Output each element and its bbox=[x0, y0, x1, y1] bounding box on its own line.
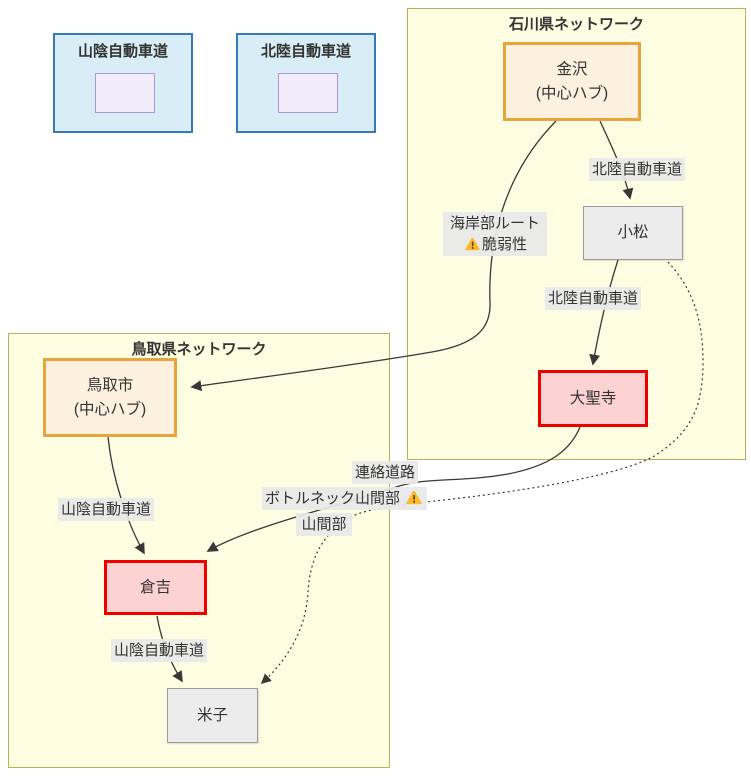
coastal-route-text: 海岸部ルート bbox=[449, 215, 540, 232]
node-tottori-city: 鳥取市 (中心ハブ) bbox=[43, 358, 177, 437]
node-kanazawa: 金沢 (中心ハブ) bbox=[503, 42, 641, 121]
edge-label-sanin-1-text: 山陰自動車道 bbox=[61, 501, 152, 518]
node-daishoji: 大聖寺 bbox=[538, 370, 648, 427]
warning-icon bbox=[465, 237, 480, 251]
edge-label-mountain-area: 山間部 bbox=[296, 513, 352, 536]
edge-label-renraku-road: 連絡道路 bbox=[352, 461, 419, 484]
node-kanazawa-role: (中心ハブ) bbox=[535, 84, 609, 102]
edge-kanazawa-tottori bbox=[190, 120, 557, 392]
edge-komatsu-daishoji bbox=[589, 259, 619, 366]
node-yonago: 米子 bbox=[167, 688, 258, 743]
edge-label-hokuriku-1: 北陸自動車道 bbox=[589, 158, 686, 181]
edge-label-sanin-2: 山陰自動車道 bbox=[111, 639, 208, 662]
node-tottori-city-role: (中心ハブ) bbox=[73, 400, 147, 418]
edge-label-hokuriku-1-text: 北陸自動車道 bbox=[592, 161, 683, 178]
node-kurayoshi-name: 倉吉 bbox=[139, 578, 171, 596]
edge-label-bottleneck-mountain: ボトルネック山間部 bbox=[262, 487, 428, 510]
renraku-road-text: 連絡道路 bbox=[355, 464, 416, 481]
vulnerability-text: 脆弱性 bbox=[481, 236, 527, 253]
legend-hokuriku-title: 北陸自動車道 bbox=[260, 43, 351, 60]
mountain-area-text: 山間部 bbox=[301, 516, 347, 533]
legend-hokuriku-expressway: 北陸自動車道 bbox=[236, 33, 376, 133]
node-yonago-name: 米子 bbox=[196, 706, 228, 724]
edge-label-sanin-2-text: 山陰自動車道 bbox=[114, 642, 205, 659]
legend-sanin-title: 山陰自動車道 bbox=[77, 43, 168, 60]
legend-sanin-expressway: 山陰自動車道 bbox=[53, 33, 193, 133]
legend-sanin-swatch bbox=[95, 73, 155, 113]
bottleneck-mountain-text: ボトルネック山間部 bbox=[265, 490, 401, 507]
warning-icon bbox=[406, 490, 422, 505]
node-daishoji-name: 大聖寺 bbox=[569, 389, 617, 407]
edge-label-sanin-1: 山陰自動車道 bbox=[58, 498, 155, 521]
subgraph-tottori-title: 鳥取県ネットワーク bbox=[131, 341, 267, 358]
node-kurayoshi: 倉吉 bbox=[104, 560, 207, 615]
node-tottori-city-name: 鳥取市 bbox=[86, 376, 134, 394]
edge-label-coastal-route: 海岸部ルート 脆弱性 bbox=[443, 212, 547, 256]
edge-label-hokuriku-2-text: 北陸自動車道 bbox=[548, 290, 639, 307]
node-kanazawa-name: 金沢 bbox=[556, 60, 588, 78]
legend-hokuriku-swatch bbox=[278, 73, 338, 113]
node-komatsu: 小松 bbox=[583, 206, 683, 260]
node-komatsu-name: 小松 bbox=[617, 224, 649, 241]
edge-tottori-kurayoshi bbox=[107, 436, 145, 555]
edge-label-hokuriku-2: 北陸自動車道 bbox=[545, 287, 642, 310]
subgraph-ishikawa-title: 石川県ネットワーク bbox=[508, 16, 644, 33]
edge-komatsu-yonago-dotted bbox=[260, 261, 704, 685]
edge-daishoji-kurayoshi bbox=[206, 426, 581, 552]
